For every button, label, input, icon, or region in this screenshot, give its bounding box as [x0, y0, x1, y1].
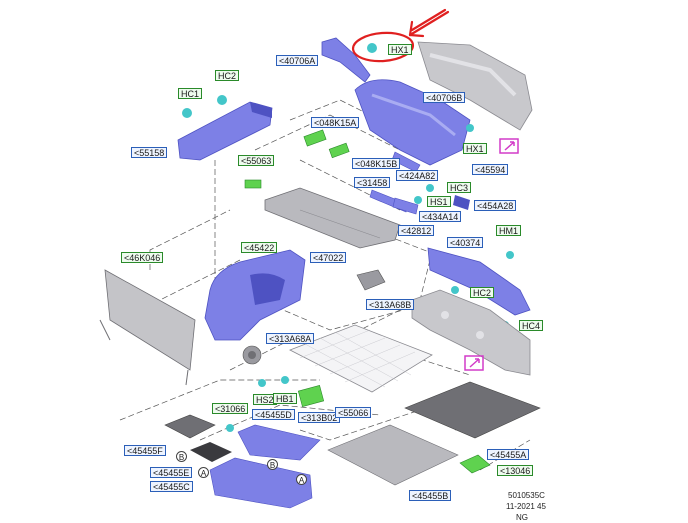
label-HX1-top[interactable]: HX1: [388, 44, 412, 55]
green-pad-13046: [459, 454, 491, 474]
label-45455B[interactable]: <45455B: [409, 490, 452, 501]
marker-A-left: A: [198, 467, 209, 478]
floor-mat-45455B: [327, 424, 459, 486]
label-45594[interactable]: <45594: [472, 164, 509, 175]
floor-part-45455D: [237, 424, 321, 461]
label-13046[interactable]: <13046: [497, 465, 534, 476]
label-313A68B[interactable]: <313A68B: [366, 299, 415, 310]
parcel-shelf-42812: [264, 187, 401, 249]
footer-code: 5010535C: [508, 491, 545, 500]
label-40706B[interactable]: <40706B: [423, 92, 466, 103]
label-HX1-mid[interactable]: HX1: [463, 143, 487, 154]
floor-mat-45455F: [164, 414, 216, 439]
footer-date: 11-2021 45: [506, 502, 546, 511]
label-45455D[interactable]: <45455D: [252, 409, 295, 420]
label-42812[interactable]: <42812: [398, 225, 435, 236]
floor-mat-45455A: [404, 381, 541, 439]
label-313A68A[interactable]: <313A68A: [266, 333, 315, 344]
small-trim-pieces: [369, 151, 470, 215]
side-trim-45422: [204, 249, 306, 341]
bracket-313A68B: [356, 269, 386, 291]
cargo-net-55066: [289, 324, 433, 393]
body-panel-upper: [417, 41, 533, 131]
label-454A28[interactable]: <454A28: [474, 200, 517, 211]
trim-40374: [427, 247, 531, 316]
label-45455E[interactable]: <45455E: [150, 467, 193, 478]
floor-tray-45455C: [209, 457, 313, 509]
label-45455C[interactable]: <45455C: [150, 481, 193, 492]
label-40706A[interactable]: <40706A: [276, 55, 319, 66]
label-HC2-top[interactable]: HC2: [215, 70, 240, 81]
label-40374[interactable]: <40374: [447, 237, 484, 248]
body-panel-lower: [411, 289, 531, 376]
clip-parts: [182, 43, 514, 432]
label-31458[interactable]: <31458: [354, 177, 391, 188]
label-434A14[interactable]: <434A14: [419, 211, 462, 222]
marker-B-right: B: [267, 459, 278, 470]
label-HC2-mid[interactable]: HC2: [470, 287, 495, 298]
label-46K046[interactable]: <46K046: [121, 252, 164, 263]
label-HC3[interactable]: HC3: [447, 182, 472, 193]
cargo-cover-46K046: [99, 269, 196, 386]
label-55158[interactable]: <55158: [131, 147, 168, 158]
label-45422[interactable]: <45422: [241, 242, 278, 253]
marker-B-left: B: [176, 451, 187, 462]
trim-panel-55158: [177, 101, 273, 161]
label-45455F[interactable]: <45455F: [124, 445, 166, 456]
label-313B02[interactable]: <313B02: [298, 412, 341, 423]
floor-mat-45455E: [190, 442, 232, 462]
label-048K15B[interactable]: <048K15B: [352, 158, 401, 169]
label-HB1[interactable]: HB1: [273, 393, 297, 404]
trim-panel-40706A: [321, 37, 371, 83]
label-048K15A[interactable]: <048K15A: [311, 117, 360, 128]
label-55066[interactable]: <55066: [335, 407, 372, 418]
speaker-313A68A: [242, 345, 262, 365]
label-HC1[interactable]: HC1: [178, 88, 203, 99]
label-HC4[interactable]: HC4: [519, 320, 544, 331]
label-31066[interactable]: <31066: [212, 403, 249, 414]
label-45455A[interactable]: <45455A: [487, 449, 530, 460]
marker-A-right: A: [296, 474, 307, 485]
label-HS1[interactable]: HS1: [427, 196, 451, 207]
label-55063[interactable]: <55063: [238, 155, 275, 166]
label-47022[interactable]: <47022: [310, 252, 347, 263]
label-HM1[interactable]: HM1: [496, 225, 522, 236]
footer-region: NG: [516, 513, 528, 522]
magenta-callouts: [464, 138, 519, 371]
label-424A82[interactable]: <424A82: [396, 170, 439, 181]
red-annotation: [351, 8, 450, 63]
